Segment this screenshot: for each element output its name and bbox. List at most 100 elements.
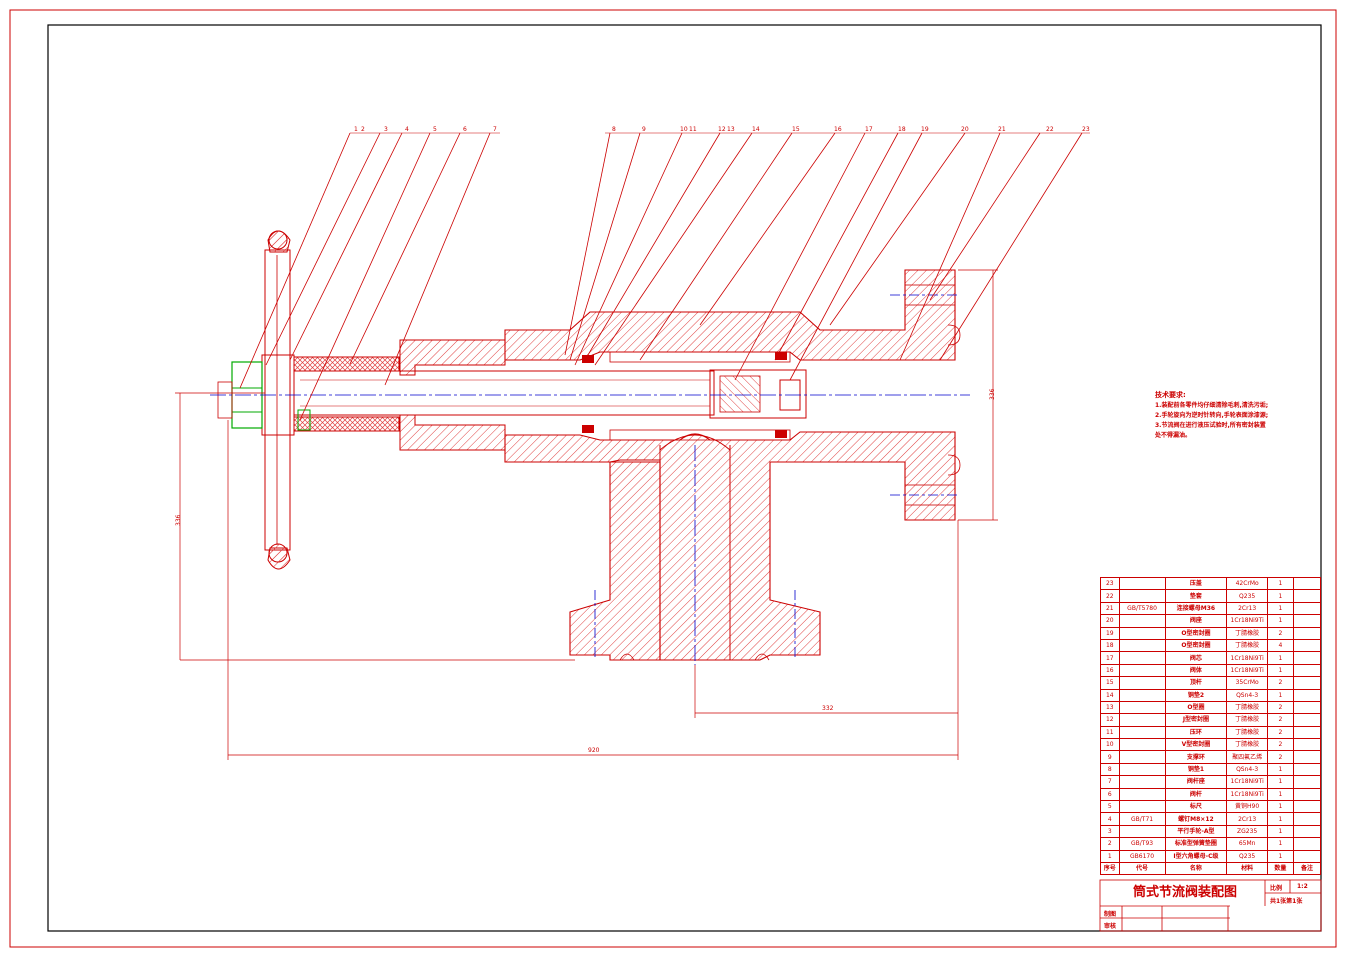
bom-cell-qty: 1 <box>1266 688 1294 702</box>
bom-cell-qty: 1 <box>1266 812 1294 826</box>
outer-sheet-border <box>9 9 1337 948</box>
bom-cell-no: 9 <box>1100 750 1120 764</box>
bom-cell-qty: 1 <box>1266 762 1294 777</box>
bom-cell-no: 3 <box>1100 824 1120 839</box>
bom-cell-name: V型密封圈 <box>1164 738 1228 752</box>
bom-cell-code <box>1118 676 1166 690</box>
scale-label: 比例 <box>1270 885 1283 892</box>
bom-header-name: 名称 <box>1164 861 1228 876</box>
bom-cell-qty: 1 <box>1266 614 1294 628</box>
bom-cell-remark <box>1292 812 1322 826</box>
bom-cell-qty: 1 <box>1266 576 1294 591</box>
bom-cell-material: 丁腈橡胶 <box>1226 713 1268 727</box>
bom-cell-material: ZG235 <box>1226 824 1268 839</box>
tech-note-4: 处不得漏油。 <box>1155 432 1192 439</box>
bom-cell-no: 8 <box>1100 762 1120 777</box>
bom-cell-name: 阀体 <box>1164 663 1228 678</box>
bom-header-remark: 备注 <box>1292 861 1322 876</box>
bom-cell-name: 阀芯 <box>1164 651 1228 665</box>
drawing-frame <box>47 24 1322 932</box>
bom-cell-code: GB/T93 <box>1118 837 1166 851</box>
bom-cell-qty: 2 <box>1266 750 1294 764</box>
drawn-by-label: 制图 <box>1104 911 1117 918</box>
bom-cell-remark <box>1292 589 1322 603</box>
bom-cell-remark <box>1292 663 1322 678</box>
bom-cell-material: 35CrMo <box>1226 676 1268 690</box>
bom-cell-code <box>1118 626 1166 640</box>
bom-cell-code <box>1118 725 1166 740</box>
bom-cell-qty: 1 <box>1266 849 1294 864</box>
dimension-texts: 920 332 336 336 <box>175 388 996 754</box>
bom-cell-no: 18 <box>1100 638 1120 653</box>
balloon-20: 20 <box>961 126 969 133</box>
bom-cell-name: I型六角螺母-C级 <box>1164 849 1228 864</box>
bom-cell-remark <box>1292 638 1322 653</box>
bom-cell-name: 标尺 <box>1164 800 1228 814</box>
bom-cell-code <box>1118 824 1166 839</box>
bom-cell-name: 平行手轮-A型 <box>1164 824 1228 839</box>
bom-cell-remark <box>1292 725 1322 740</box>
bom-cell-material: 丁腈橡胶 <box>1226 738 1268 752</box>
valve-body <box>504 269 961 661</box>
bom-cell-material: 42CrMo <box>1226 576 1268 591</box>
handwheel <box>217 230 295 570</box>
bom-cell-material: 2Cr13 <box>1226 601 1268 616</box>
bom-cell-code <box>1118 589 1166 603</box>
dimensions <box>175 269 998 760</box>
bom-cell-no: 23 <box>1100 576 1120 591</box>
bom-header-no: 序号 <box>1100 861 1120 876</box>
bom-cell-code <box>1118 800 1166 814</box>
bom-cell-no: 16 <box>1100 663 1120 678</box>
balloon-18: 18 <box>898 126 906 133</box>
scale-value: 1:2 <box>1297 883 1308 890</box>
bom-header-qty: 数量 <box>1266 861 1294 876</box>
bom-cell-material: 1Cr18Ni9Ti <box>1226 651 1268 665</box>
bom-cell-material: 丁腈橡胶 <box>1226 725 1268 740</box>
bom-cell-no: 12 <box>1100 713 1120 727</box>
bom-cell-name: 连接螺母M36 <box>1164 601 1228 616</box>
bom-cell-code <box>1118 700 1166 715</box>
bom-cell-material: 黄铜H90 <box>1226 800 1268 814</box>
bom-cell-remark <box>1292 700 1322 715</box>
bom-cell-no: 4 <box>1100 812 1120 826</box>
bom-cell-qty: 2 <box>1266 738 1294 752</box>
bom-cell-name: O型密封圈 <box>1164 638 1228 653</box>
bom-cell-material: 1Cr18Ni9Ti <box>1226 614 1268 628</box>
bom-cell-code: GB6170 <box>1118 849 1166 864</box>
bom-cell-no: 17 <box>1100 651 1120 665</box>
bom-cell-code: GB/T71 <box>1118 812 1166 826</box>
balloon-3: 3 <box>384 126 388 133</box>
bom-cell-qty: 1 <box>1266 601 1294 616</box>
bom-cell-qty: 1 <box>1266 651 1294 665</box>
bom-cell-material: 1Cr18Ni9Ti <box>1226 663 1268 678</box>
bom-cell-code <box>1118 688 1166 702</box>
bom-cell-code <box>1118 787 1166 802</box>
balloon-10: 10 <box>680 126 688 133</box>
bom-cell-code <box>1118 750 1166 764</box>
technical-requirements: 技术要求: 1.装配前各零件均仔细清除毛刺,清洗污垢; 2.手轮旋向为逆时针转向… <box>1155 390 1295 441</box>
balloon-11: 11 <box>689 126 697 133</box>
bom-cell-no: 19 <box>1100 626 1120 640</box>
bom-cell-qty: 4 <box>1266 638 1294 653</box>
bom-cell-no: 5 <box>1100 800 1120 814</box>
balloon-1: 1 <box>354 126 358 133</box>
bom-cell-material: Q235 <box>1226 589 1268 603</box>
bom-cell-no: 15 <box>1100 676 1120 690</box>
checked-by-label: 审核 <box>1104 923 1117 930</box>
balloon-14: 14 <box>752 126 760 133</box>
bom-cell-name: O型圈 <box>1164 700 1228 715</box>
bom-cell-material: 1Cr18Ni9Ti <box>1226 787 1268 802</box>
bom-cell-name: 压盖 <box>1164 576 1228 591</box>
balloon-19: 19 <box>921 126 929 133</box>
bom-cell-remark <box>1292 688 1322 702</box>
